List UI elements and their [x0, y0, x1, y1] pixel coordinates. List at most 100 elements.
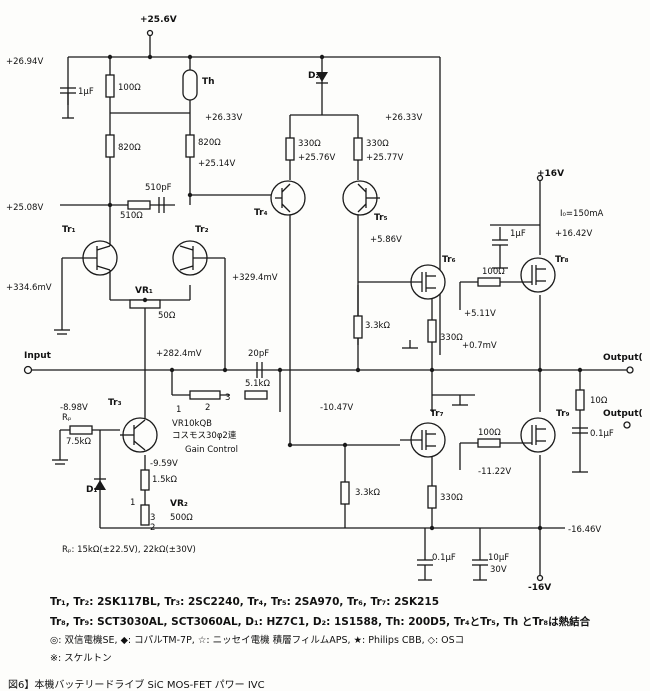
label-r10: 10Ω: [590, 396, 608, 406]
resistor-330-a: [285, 137, 295, 161]
label-rail-left: +26.94V: [6, 57, 43, 67]
thermistor: [182, 69, 198, 101]
label-r820b: 820Ω: [198, 138, 221, 148]
label-v30: 30V: [490, 565, 507, 575]
label-v25-08: +25.08V: [6, 203, 43, 213]
label-c01-bot: 0.1μF: [432, 553, 456, 563]
transistor-tr7: [400, 422, 446, 458]
capacitor-01uf-out: [572, 427, 588, 434]
label-minus16: -16V: [528, 583, 551, 593]
label-c1: 1μF: [78, 87, 94, 97]
label-input: Input: [24, 351, 52, 361]
transistor-tr1-jfet: [62, 205, 118, 285]
label-r5k1: 5.1kΩ: [245, 379, 270, 389]
label-gain-control: Gain Control: [185, 445, 238, 455]
label-pin3: 3: [225, 393, 230, 403]
label-id: I₀=150mA: [560, 209, 604, 219]
label-r3k3a: 3.3kΩ: [365, 321, 390, 331]
label-vm11-22: -11.22V: [478, 467, 511, 477]
label-v26-33-b: +26.33V: [385, 113, 422, 123]
label-pin2: 2: [205, 403, 210, 413]
resistor-510: [127, 200, 151, 210]
label-v334: +334.6mV: [6, 283, 52, 293]
plus16-terminal: [536, 174, 544, 182]
label-r1k5: 1.5kΩ: [152, 475, 177, 485]
input-terminal: [23, 365, 33, 375]
diode-d2: [316, 72, 328, 82]
label-r510: 510Ω: [120, 211, 143, 221]
label-c510p: 510pF: [145, 183, 172, 193]
label-r50: 50Ω: [158, 311, 176, 321]
label-v25-77: +25.77V: [366, 153, 403, 163]
capacitor-20p: [256, 362, 263, 378]
label-vm9-59: -9.59V: [150, 459, 178, 469]
notes-line-4: ※: スケルトン: [50, 653, 112, 664]
label-r500: 500Ω: [170, 513, 193, 523]
label-tr4: Tr₄: [254, 208, 268, 218]
label-tr2: Tr₂: [195, 225, 209, 235]
label-vr2: VR₂: [170, 499, 188, 509]
label-r330d: 330Ω: [440, 493, 463, 503]
label-v25-14: +25.14V: [198, 159, 235, 169]
label-vm8-98: -8.98V: [60, 403, 88, 413]
label-pin1: 1: [176, 405, 181, 415]
label-c10-bot: 10μF: [488, 553, 509, 563]
label-rp: Rₚ: [62, 413, 72, 423]
label-c01-out: 0.1μF: [590, 429, 614, 439]
vr-gain-pot: [189, 390, 221, 400]
label-vr-gain-jp: コスモス30φ2連: [172, 430, 237, 441]
label-vr-gain: VR10kQB: [172, 419, 212, 429]
label-qpin3: 3: [150, 513, 155, 523]
label-v25-76: +25.76V: [298, 153, 335, 163]
resistor-100-c: [477, 438, 501, 448]
label-qpin1: 1: [130, 498, 135, 508]
label-r7k5: 7.5kΩ: [66, 437, 91, 447]
resistor-3k3-b: [340, 481, 350, 505]
label-top-v: +25.6V: [140, 15, 177, 25]
resistor-5k1: [244, 390, 268, 400]
transistor-tr3: [120, 417, 158, 453]
transistor-tr5: [342, 180, 380, 216]
capacitor-1uf-right: [492, 227, 508, 262]
junction-dots: [107, 54, 583, 531]
resistor-1k5: [140, 469, 150, 491]
label-r330c: 330Ω: [440, 333, 463, 343]
label-v26-33-a: +26.33V: [205, 113, 242, 123]
label-vm16-46: -16.46V: [568, 525, 601, 535]
label-tr6: Tr₆: [442, 255, 456, 265]
transistor-tr2-jfet: [172, 240, 226, 370]
label-c1uf-right: 1μF: [510, 229, 526, 239]
resistor-100: [105, 74, 115, 98]
resistor-100-b: [477, 277, 501, 287]
figure-caption: 図6】本機バッテリードライブ SiC MOS-FET パワー IVC: [8, 680, 265, 691]
resistor-3k3-a: [353, 315, 363, 339]
label-rp-values: Rₚ: 15kΩ(±22.5V), 22kΩ(±30V): [62, 545, 196, 555]
label-v5-86: +5.86V: [370, 235, 402, 245]
capacitor-01uf-bottom: [417, 559, 433, 580]
resistor-820-a: [105, 134, 115, 158]
label-d2: D₂: [308, 71, 319, 81]
resistor-10: [575, 389, 585, 411]
transistor-tr9: [515, 417, 556, 453]
label-plus16: +16V: [537, 169, 564, 179]
output-terminal: [626, 366, 634, 374]
transistor-tr8: [515, 257, 556, 293]
label-r100b: 100Ω: [482, 267, 505, 277]
label-d1: D₁: [86, 485, 97, 495]
label-vm10-47: -10.47V: [320, 403, 353, 413]
vr2-trimmer: [140, 504, 150, 526]
wires: [30, 29, 630, 575]
label-r820a: 820Ω: [118, 143, 141, 153]
label-vr1: VR₁: [135, 286, 153, 296]
components: [23, 54, 634, 582]
label-r100: 100Ω: [118, 83, 141, 93]
notes-line-3: ◎: 双信電機SE, ◆: コパルTM-7P, ☆: ニッセイ電機 積層フィルム…: [50, 635, 465, 646]
notes-line-2: Tr₈, Tr₉: SCT3030AL, SCT3060AL, D₁: HZ7C…: [50, 616, 591, 628]
resistor-330-c: [427, 319, 437, 343]
label-output1: Output(: [603, 353, 643, 363]
label-v5-11: +5.11V: [464, 309, 496, 319]
zener-d1: [94, 480, 106, 490]
resistor-330-d: [427, 485, 437, 509]
label-tr5: Tr₅: [374, 213, 388, 223]
